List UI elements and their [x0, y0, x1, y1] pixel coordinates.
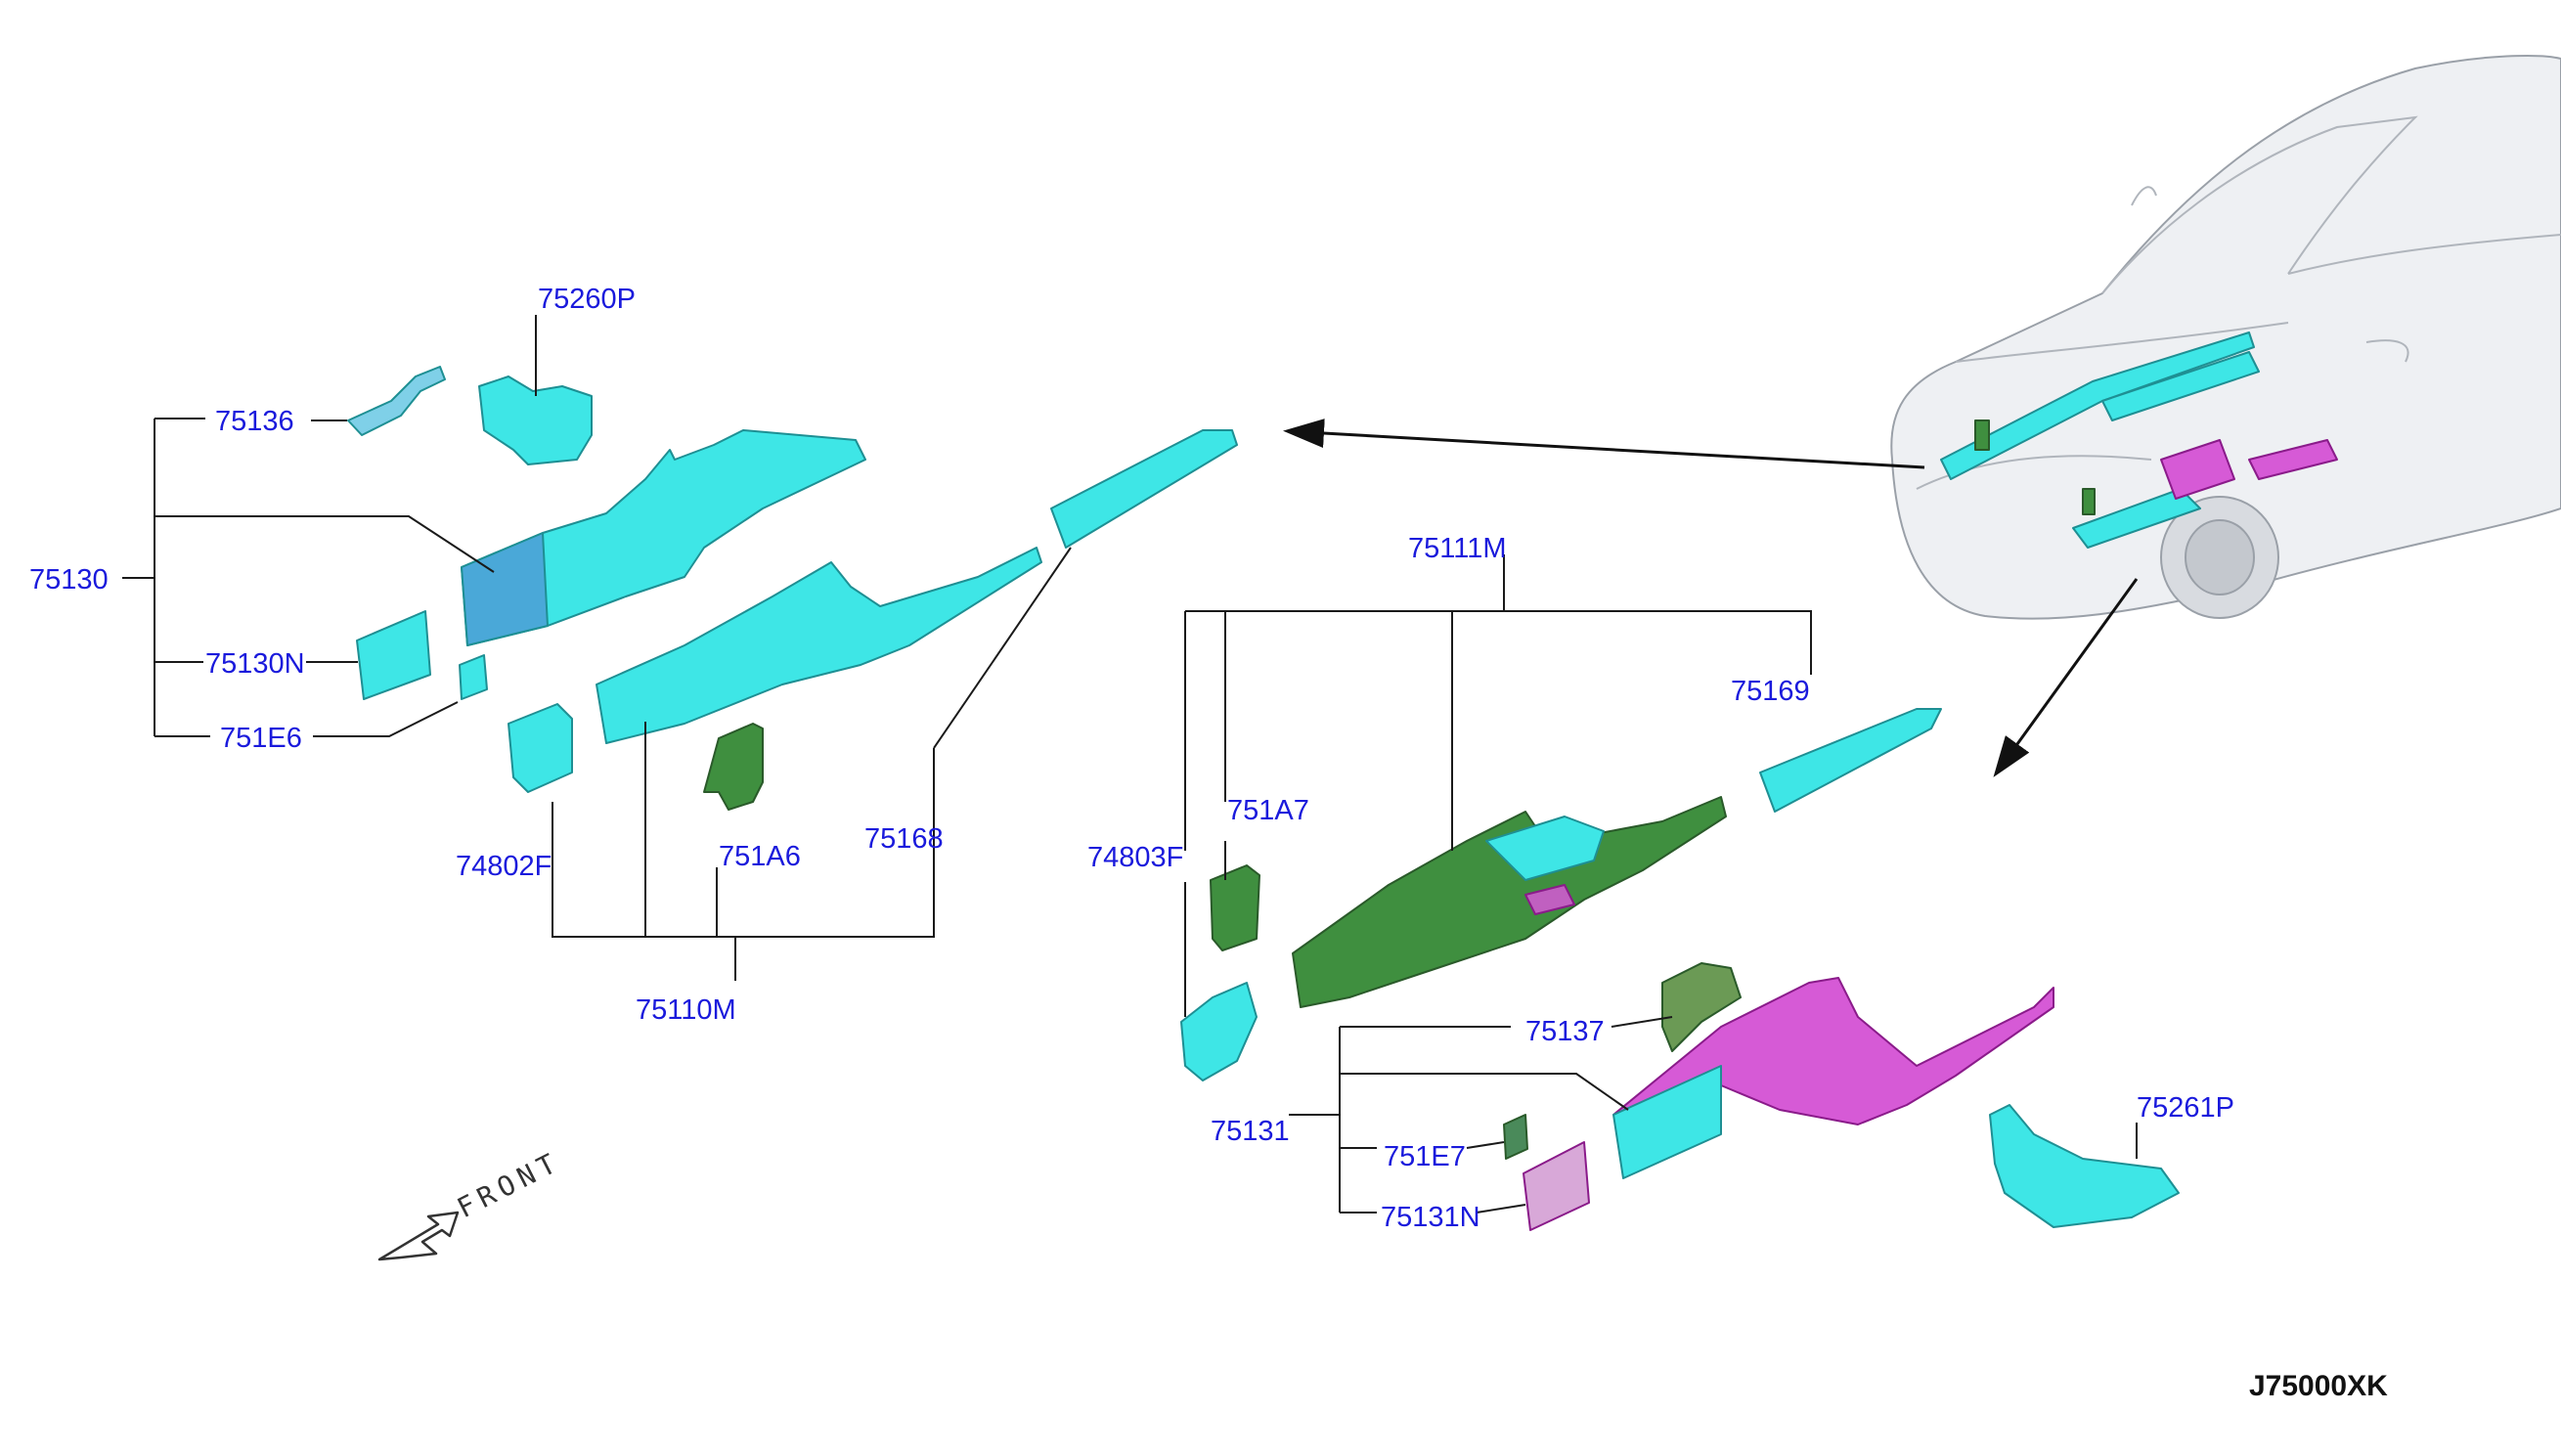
part-751E6 — [459, 654, 488, 700]
label-75136: 75136 — [215, 406, 294, 437]
part-751E7 — [1503, 1114, 1528, 1160]
part-751A6 — [703, 723, 764, 811]
leader-arrow-upper — [1283, 419, 1925, 469]
part-74803F — [1180, 982, 1258, 1081]
label-74802F: 74802F — [456, 851, 552, 882]
label-751E6: 751E6 — [220, 723, 302, 754]
label-751A7: 751A7 — [1227, 795, 1309, 826]
label-75130N: 75130N — [205, 648, 305, 680]
part-75111M — [1292, 796, 1727, 1008]
part-75260P — [478, 375, 593, 465]
left-side-parts — [347, 366, 1238, 811]
vehicle-overview-illustration — [1890, 55, 2561, 620]
label-75131N: 75131N — [1381, 1202, 1480, 1233]
part-75136 — [347, 366, 446, 436]
label-75131: 75131 — [1211, 1116, 1290, 1147]
label-75169: 75169 — [1731, 676, 1810, 707]
leader-lines-left — [122, 315, 1072, 981]
label-74803F: 74803F — [1087, 842, 1183, 873]
leader-lines-right — [1184, 554, 2138, 1213]
part-74802F — [508, 703, 573, 793]
diagram-code: J75000XK — [2249, 1370, 2388, 1402]
part-75168 — [1050, 429, 1238, 549]
part-75130N — [356, 610, 431, 700]
label-75168: 75168 — [864, 823, 944, 855]
part-75169 — [1759, 708, 1942, 813]
label-751A6: 751A6 — [719, 841, 801, 872]
label-75261P: 75261P — [2137, 1092, 2234, 1124]
front-arrow-icon — [377, 1211, 460, 1261]
front-label: FRONT — [452, 1145, 566, 1224]
label-75260P: 75260P — [538, 284, 636, 315]
label-75130: 75130 — [29, 564, 109, 596]
part-75137 — [1661, 962, 1742, 1052]
label-75111M: 75111M — [1408, 533, 1507, 564]
part-75131 — [1612, 977, 2054, 1125]
label-75137: 75137 — [1525, 1016, 1605, 1047]
label-75110M: 75110M — [636, 994, 736, 1026]
part-labels: 75260P 75136 75130 75130N 751E6 74802F 7… — [29, 284, 2234, 1233]
label-751E7: 751E7 — [1384, 1141, 1466, 1172]
part-75131N — [1523, 1141, 1590, 1231]
part-751A7 — [1210, 864, 1260, 951]
part-75110M — [596, 547, 1042, 744]
front-direction-indicator: FRONT — [377, 1145, 566, 1261]
right-side-parts — [1180, 708, 2180, 1231]
leader-arrow-lower — [1993, 578, 2139, 777]
part-75261P — [1989, 1104, 2180, 1228]
part-75130 — [461, 429, 866, 646]
